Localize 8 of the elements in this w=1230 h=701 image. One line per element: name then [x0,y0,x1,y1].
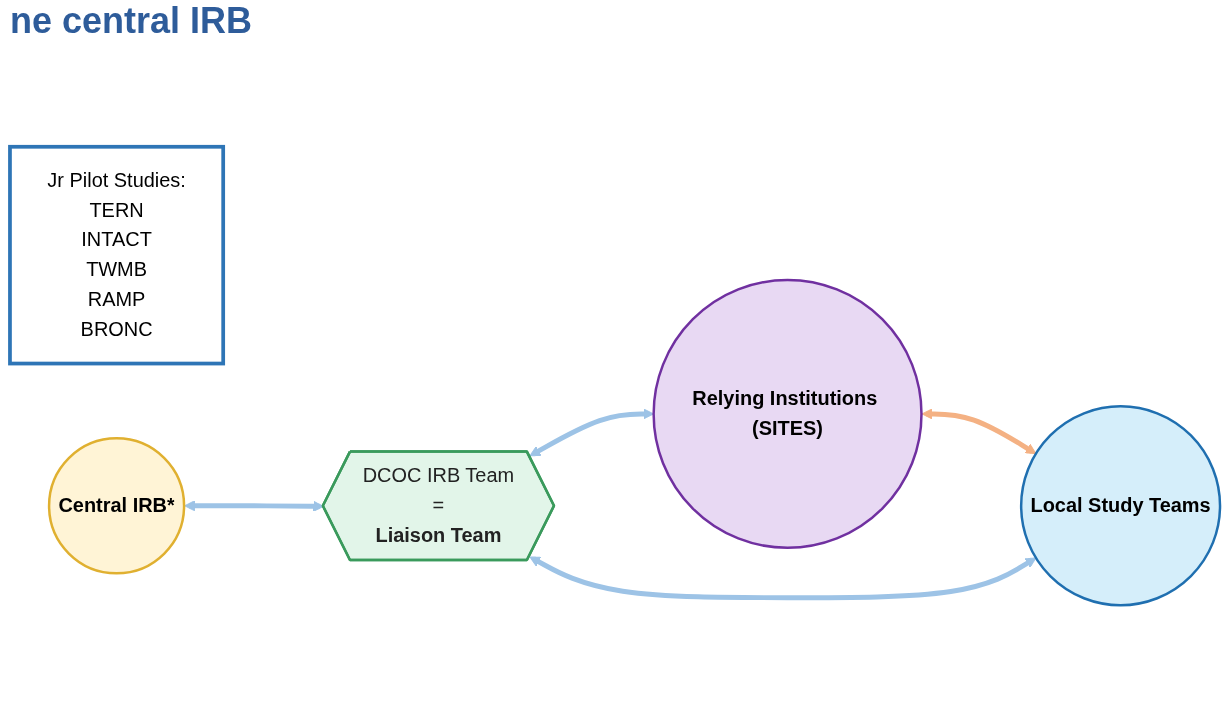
arrow [529,556,1037,601]
title: ne central IRB [10,0,253,42]
node-circle: Relying Institutions (SITES) [652,278,923,550]
node-circle: Central IRB* [47,437,186,575]
arrow [921,408,1037,455]
node-circle: Local Study Teams [1019,405,1222,607]
arrow [184,500,324,512]
node-box: Jr Pilot Studies: TERN INTACT TWMB RAMP BRONC [8,144,226,366]
